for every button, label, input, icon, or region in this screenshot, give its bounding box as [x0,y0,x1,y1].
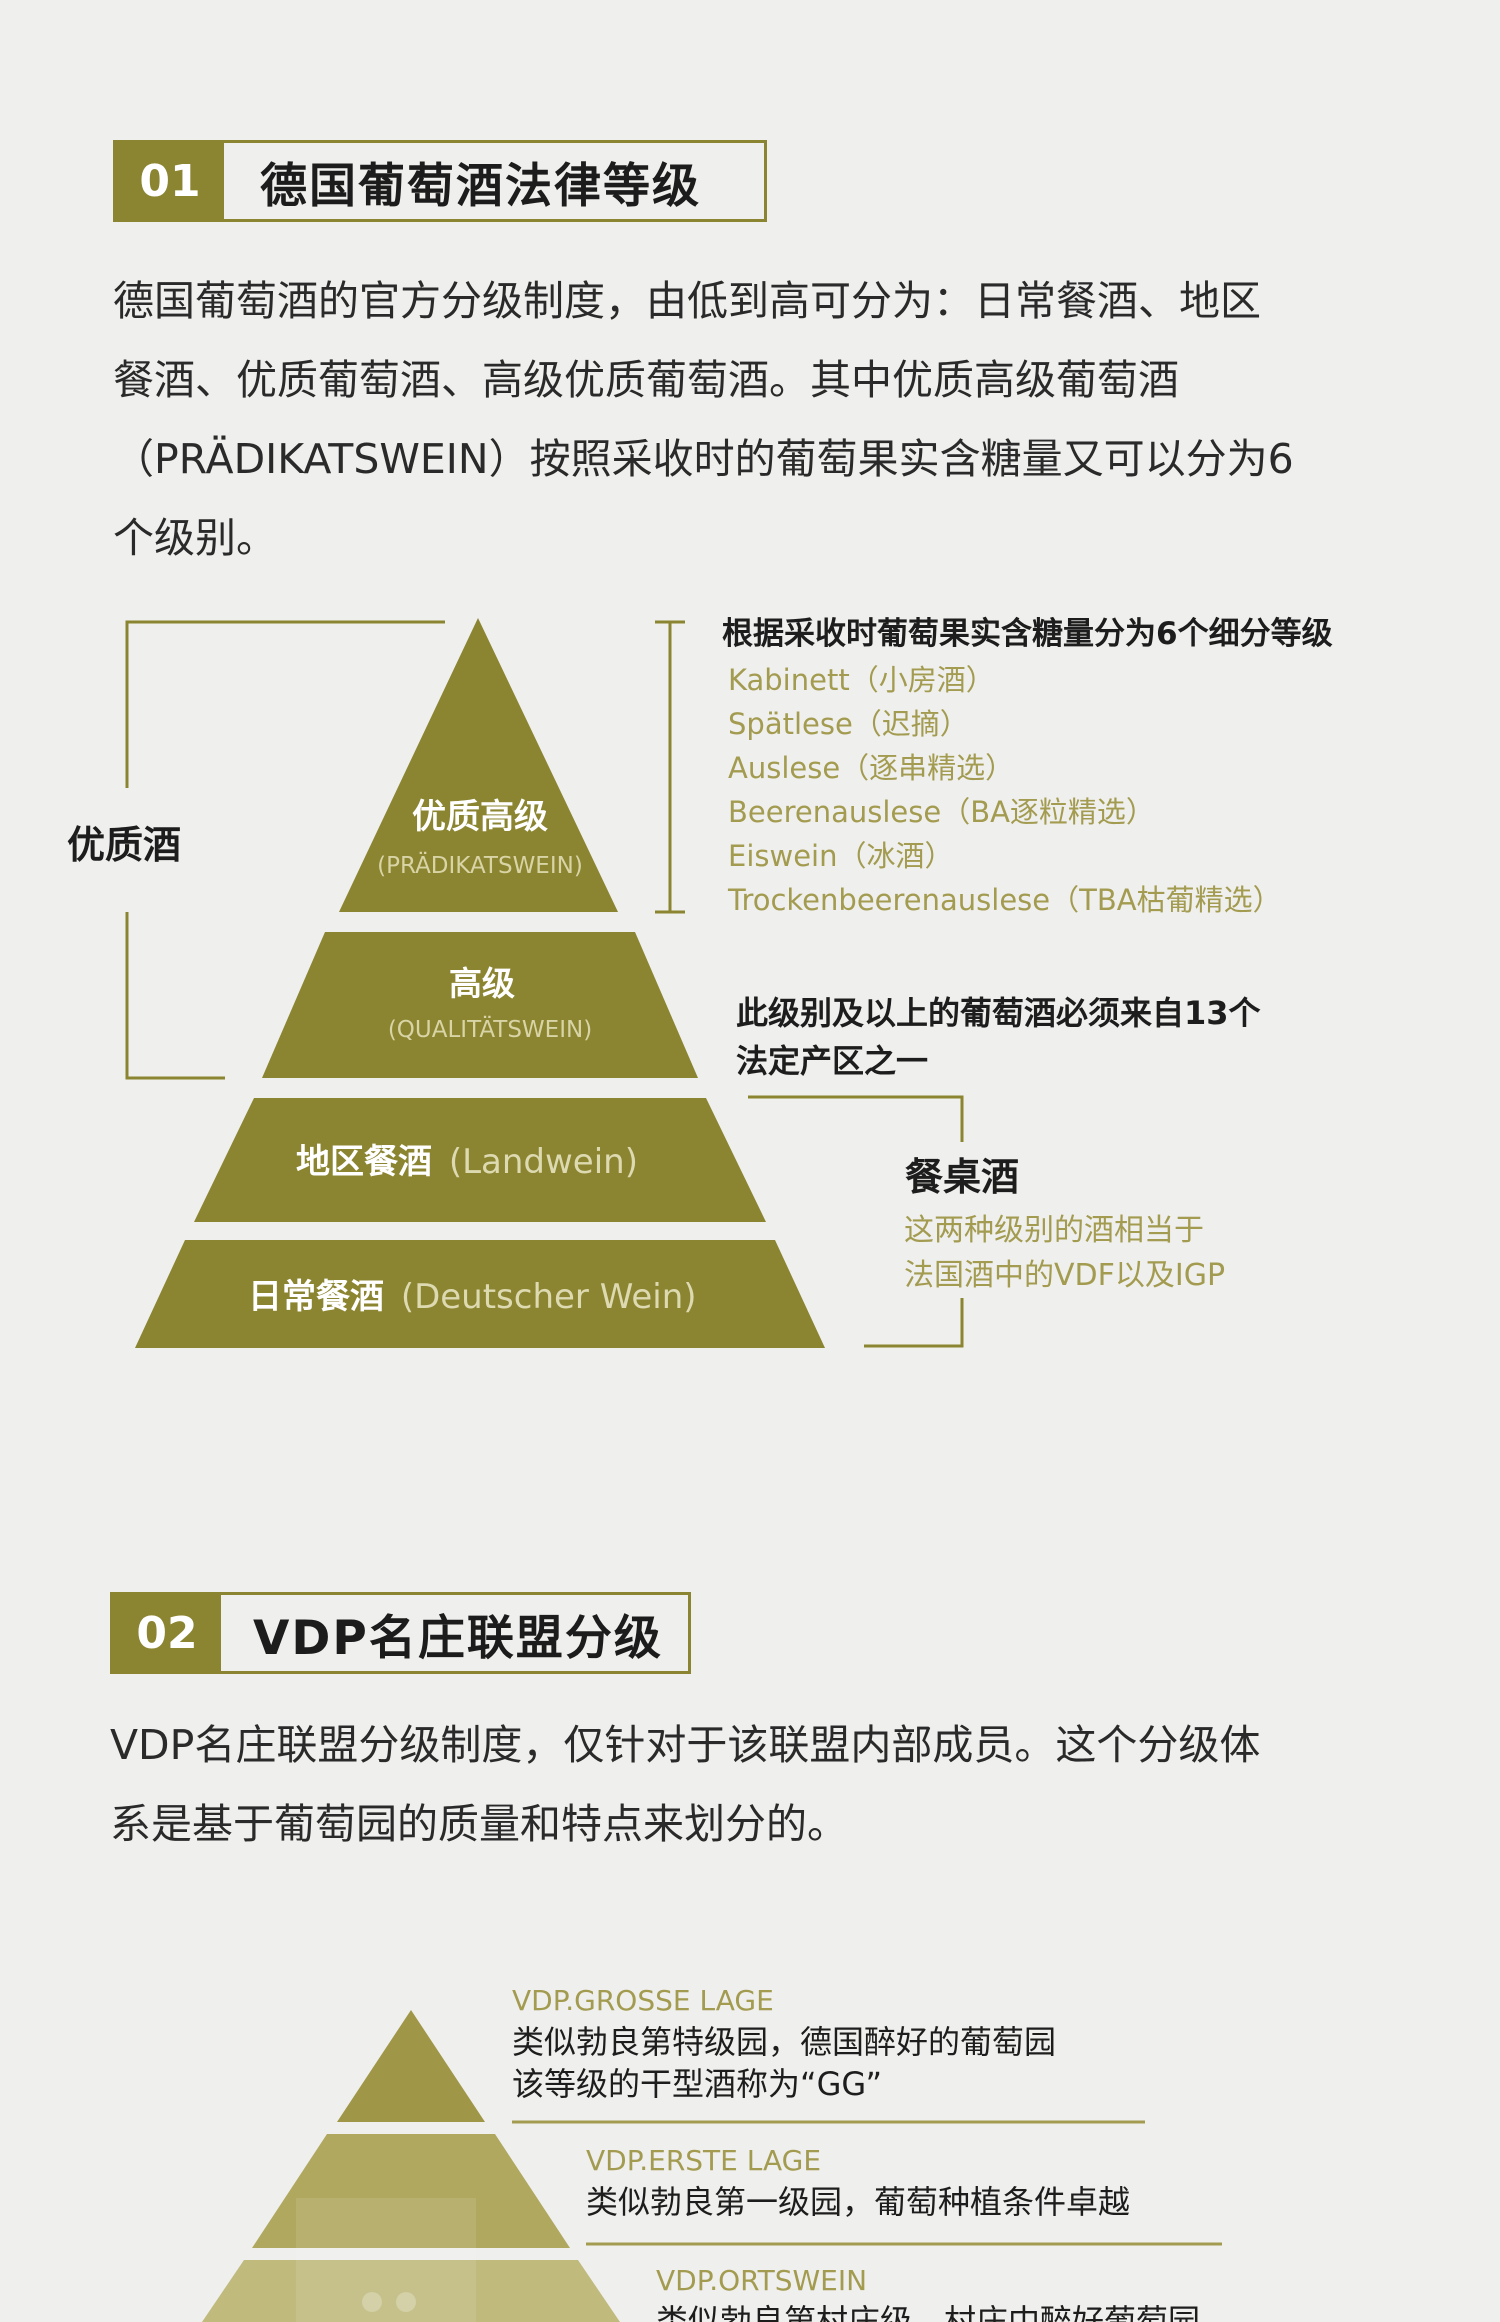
sugar-levels-header: 根据采收时葡萄果实含糖量分为6个细分等级 [722,616,1333,652]
vdp-classification-pyramid: VDP.GROSSE LAGE 类似勃良第特级园，德国醉好的葡萄园 该等级的干型… [202,1984,1222,2322]
region-note-line2: 法定产区之一 [736,1042,928,1080]
tier3-en: (Landwein) [449,1142,638,1182]
tier-qualitatswein [262,932,698,1078]
tier2-subtitle: (QUALITÄTSWEIN) [388,1015,592,1043]
tier-deutscher-wein [135,1240,825,1348]
vdp-tier-grosse-lage [337,2010,485,2122]
vdp-level1-name: VDP.GROSSE LAGE [512,1984,774,2017]
region-note-line1: 此级别及以上的葡萄酒必须来自13个 [736,994,1261,1032]
paragraph-line: 个级别。 [113,514,277,562]
paragraph-line: 系是基于葡萄园的质量和特点来划分的。 [110,1800,848,1848]
paragraph-line: 德国葡萄酒的官方分级制度，由低到高可分为：日常餐酒、地区 [113,277,1261,325]
sugar-level-item: Spätlese（迟摘） [728,707,969,741]
paragraph-line: VDP名庄联盟分级制度，仅针对于该联盟内部成员。这个分级体 [110,1721,1261,1769]
paragraph-line: 餐酒、优质葡萄酒、高级优质葡萄酒。其中优质高级葡萄酒 [113,356,1179,404]
section1-header: 01 德国葡萄酒法律等级 [113,140,767,222]
vdp-level3-name: VDP.ORTSWEIN [656,2264,867,2297]
watermark-shape [362,2292,382,2312]
section1-number: 01 [116,143,224,219]
section2-title: VDP名庄联盟分级 [253,1610,663,1666]
vdp-tier-ortswein [202,2260,620,2322]
vdp-level2-name: VDP.ERSTE LAGE [586,2144,821,2177]
table-wine-bracket [748,1095,964,1348]
wine-classification-pyramid: 优质酒 优质高级 (PRÄDIKATSWEIN) 高级 (QUALITÄTSWE… [67,616,1333,1348]
tier3-cn: 地区餐酒 [296,1142,432,1182]
section1-paragraph: 德国葡萄酒的官方分级制度，由低到高可分为：日常餐酒、地区 餐酒、优质葡萄酒、高级… [113,262,1294,578]
vdp-tier-erste-lage [252,2134,570,2248]
watermark-shape [296,2198,476,2322]
sugar-level-item: Eiswein（冰酒） [728,839,954,873]
sugar-level-item: Kabinett（小房酒） [728,663,995,697]
tier4-label: 日常餐酒 (Deutscher Wein) [248,1277,697,1317]
tier1-title: 优质高级 [412,797,548,837]
tier-landwein [194,1098,766,1222]
sugar-level-item: Beerenauslese（BA逐粒精选） [728,795,1155,829]
tier2-title: 高级 [449,964,515,1003]
section2-number: 02 [113,1595,221,1671]
quality-wine-label: 优质酒 [67,823,181,867]
tier3-label: 地区餐酒 (Landwein) [296,1142,638,1182]
quality-wine-bracket [125,620,445,1080]
sugar-level-item: Trockenbeerenauslese（TBA枯葡精选） [727,883,1282,917]
vdp-level3-desc1: 类似勃良第村庄级，村庄中醉好葡萄园 [656,2302,1200,2322]
vdp-level2-desc1: 类似勃良第一级园，葡萄种植条件卓越 [586,2183,1130,2221]
vdp-level1-desc2: 该等级的干型酒称为“GG” [512,2065,882,2103]
tier4-en: (Deutscher Wein) [401,1277,697,1317]
section1-title: 德国葡萄酒法律等级 [260,158,701,214]
table-wine-line2: 法国酒中的VDF以及IGP [904,1258,1225,1293]
watermark-shape [396,2292,416,2312]
section2-header: 02 VDP名庄联盟分级 [110,1592,691,1674]
paragraph-line: （PRÄDIKATSWEIN）按照采收时的葡萄果实含糖量又可以分为6 [113,435,1294,483]
section2-paragraph: VDP名庄联盟分级制度，仅针对于该联盟内部成员。这个分级体 系是基于葡萄园的质量… [110,1706,1260,1864]
table-wine-title: 餐桌酒 [905,1155,1019,1199]
sugar-levels-bracket [655,620,685,914]
vdp-level1-desc1: 类似勃良第特级园，德国醉好的葡萄园 [512,2023,1056,2061]
tier4-cn: 日常餐酒 [248,1277,384,1317]
tier-pradikatswein [339,618,618,912]
table-wine-line1: 这两种级别的酒相当于 [904,1213,1204,1248]
tier1-subtitle: (PRÄDIKATSWEIN) [377,851,583,879]
sugar-level-item: Auslese（逐串精选） [728,751,1014,785]
